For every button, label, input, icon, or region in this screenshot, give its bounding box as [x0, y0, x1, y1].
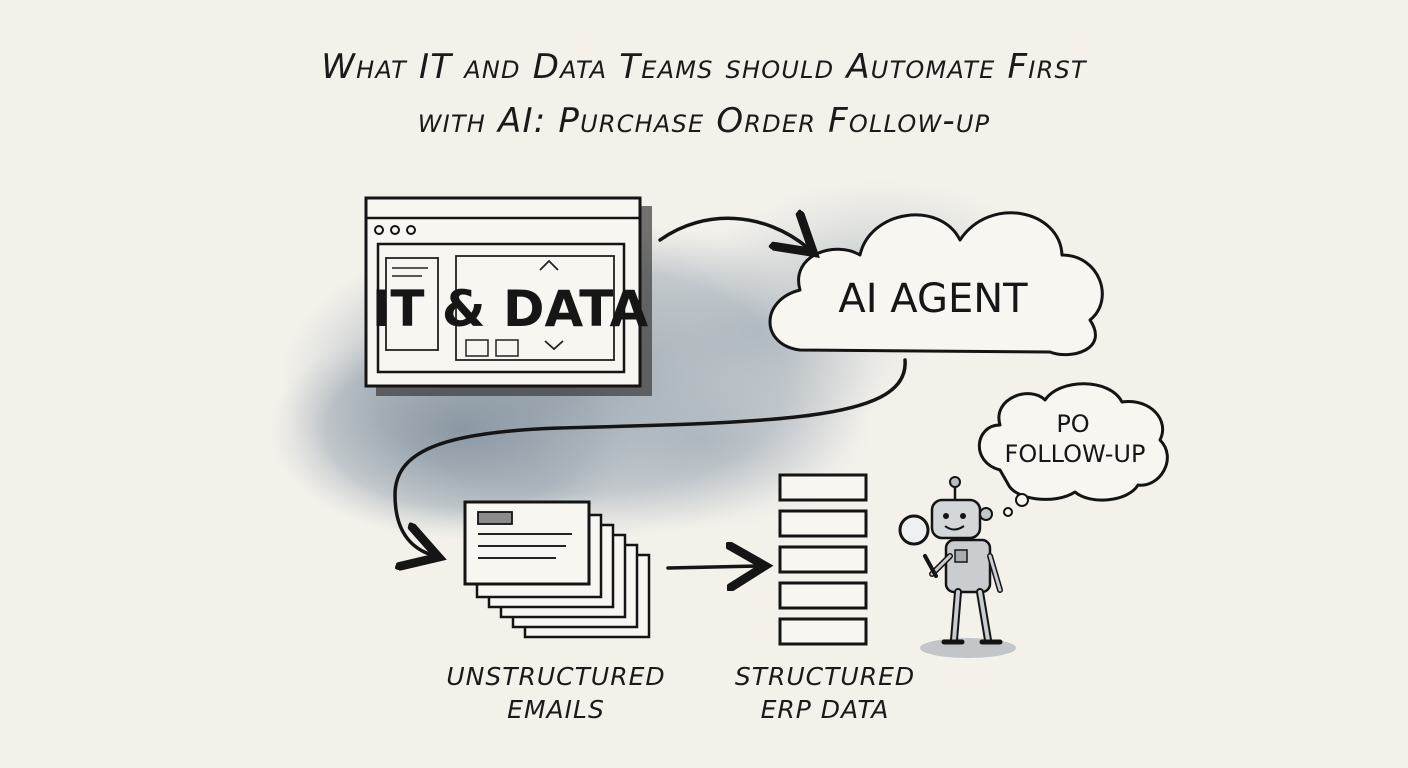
email-stack	[463, 500, 651, 639]
caption-erp-line-1: STRUCTURED	[734, 662, 916, 691]
arrow-agent-to-emails	[393, 358, 907, 555]
title-line-1: What IT and Data Teams should Automate F…	[321, 47, 1087, 87]
title-line-2: with AI: Purchase Order Follow-up	[417, 101, 991, 141]
it-data-window: IT & DATA	[364, 196, 652, 396]
caption-emails: UNSTRUCTURED EMAILS	[426, 660, 686, 726]
caption-erp: STRUCTURED ERP DATA	[705, 660, 945, 726]
ai-agent-cloud: AI AGENT	[768, 211, 1104, 357]
erp-data-stack	[778, 473, 868, 646]
thought-bubble: PO FOLLOW-UP	[977, 382, 1169, 517]
caption-emails-line-1: UNSTRUCTURED	[446, 662, 666, 691]
it-data-label: IT & DATA	[372, 280, 649, 338]
thought-line-1: PO	[1056, 410, 1089, 438]
ai-agent-label: AI AGENT	[838, 276, 1028, 322]
caption-emails-line-2: EMAILS	[507, 695, 605, 724]
title-block: What IT and Data Teams should Automate F…	[0, 40, 1408, 148]
arrow-window-to-agent	[658, 218, 808, 248]
arrow-emails-to-erp	[666, 566, 758, 568]
thought-line-2: FOLLOW-UP	[1005, 440, 1146, 468]
caption-erp-line-2: ERP DATA	[760, 695, 890, 724]
robot-icon	[898, 476, 1016, 658]
